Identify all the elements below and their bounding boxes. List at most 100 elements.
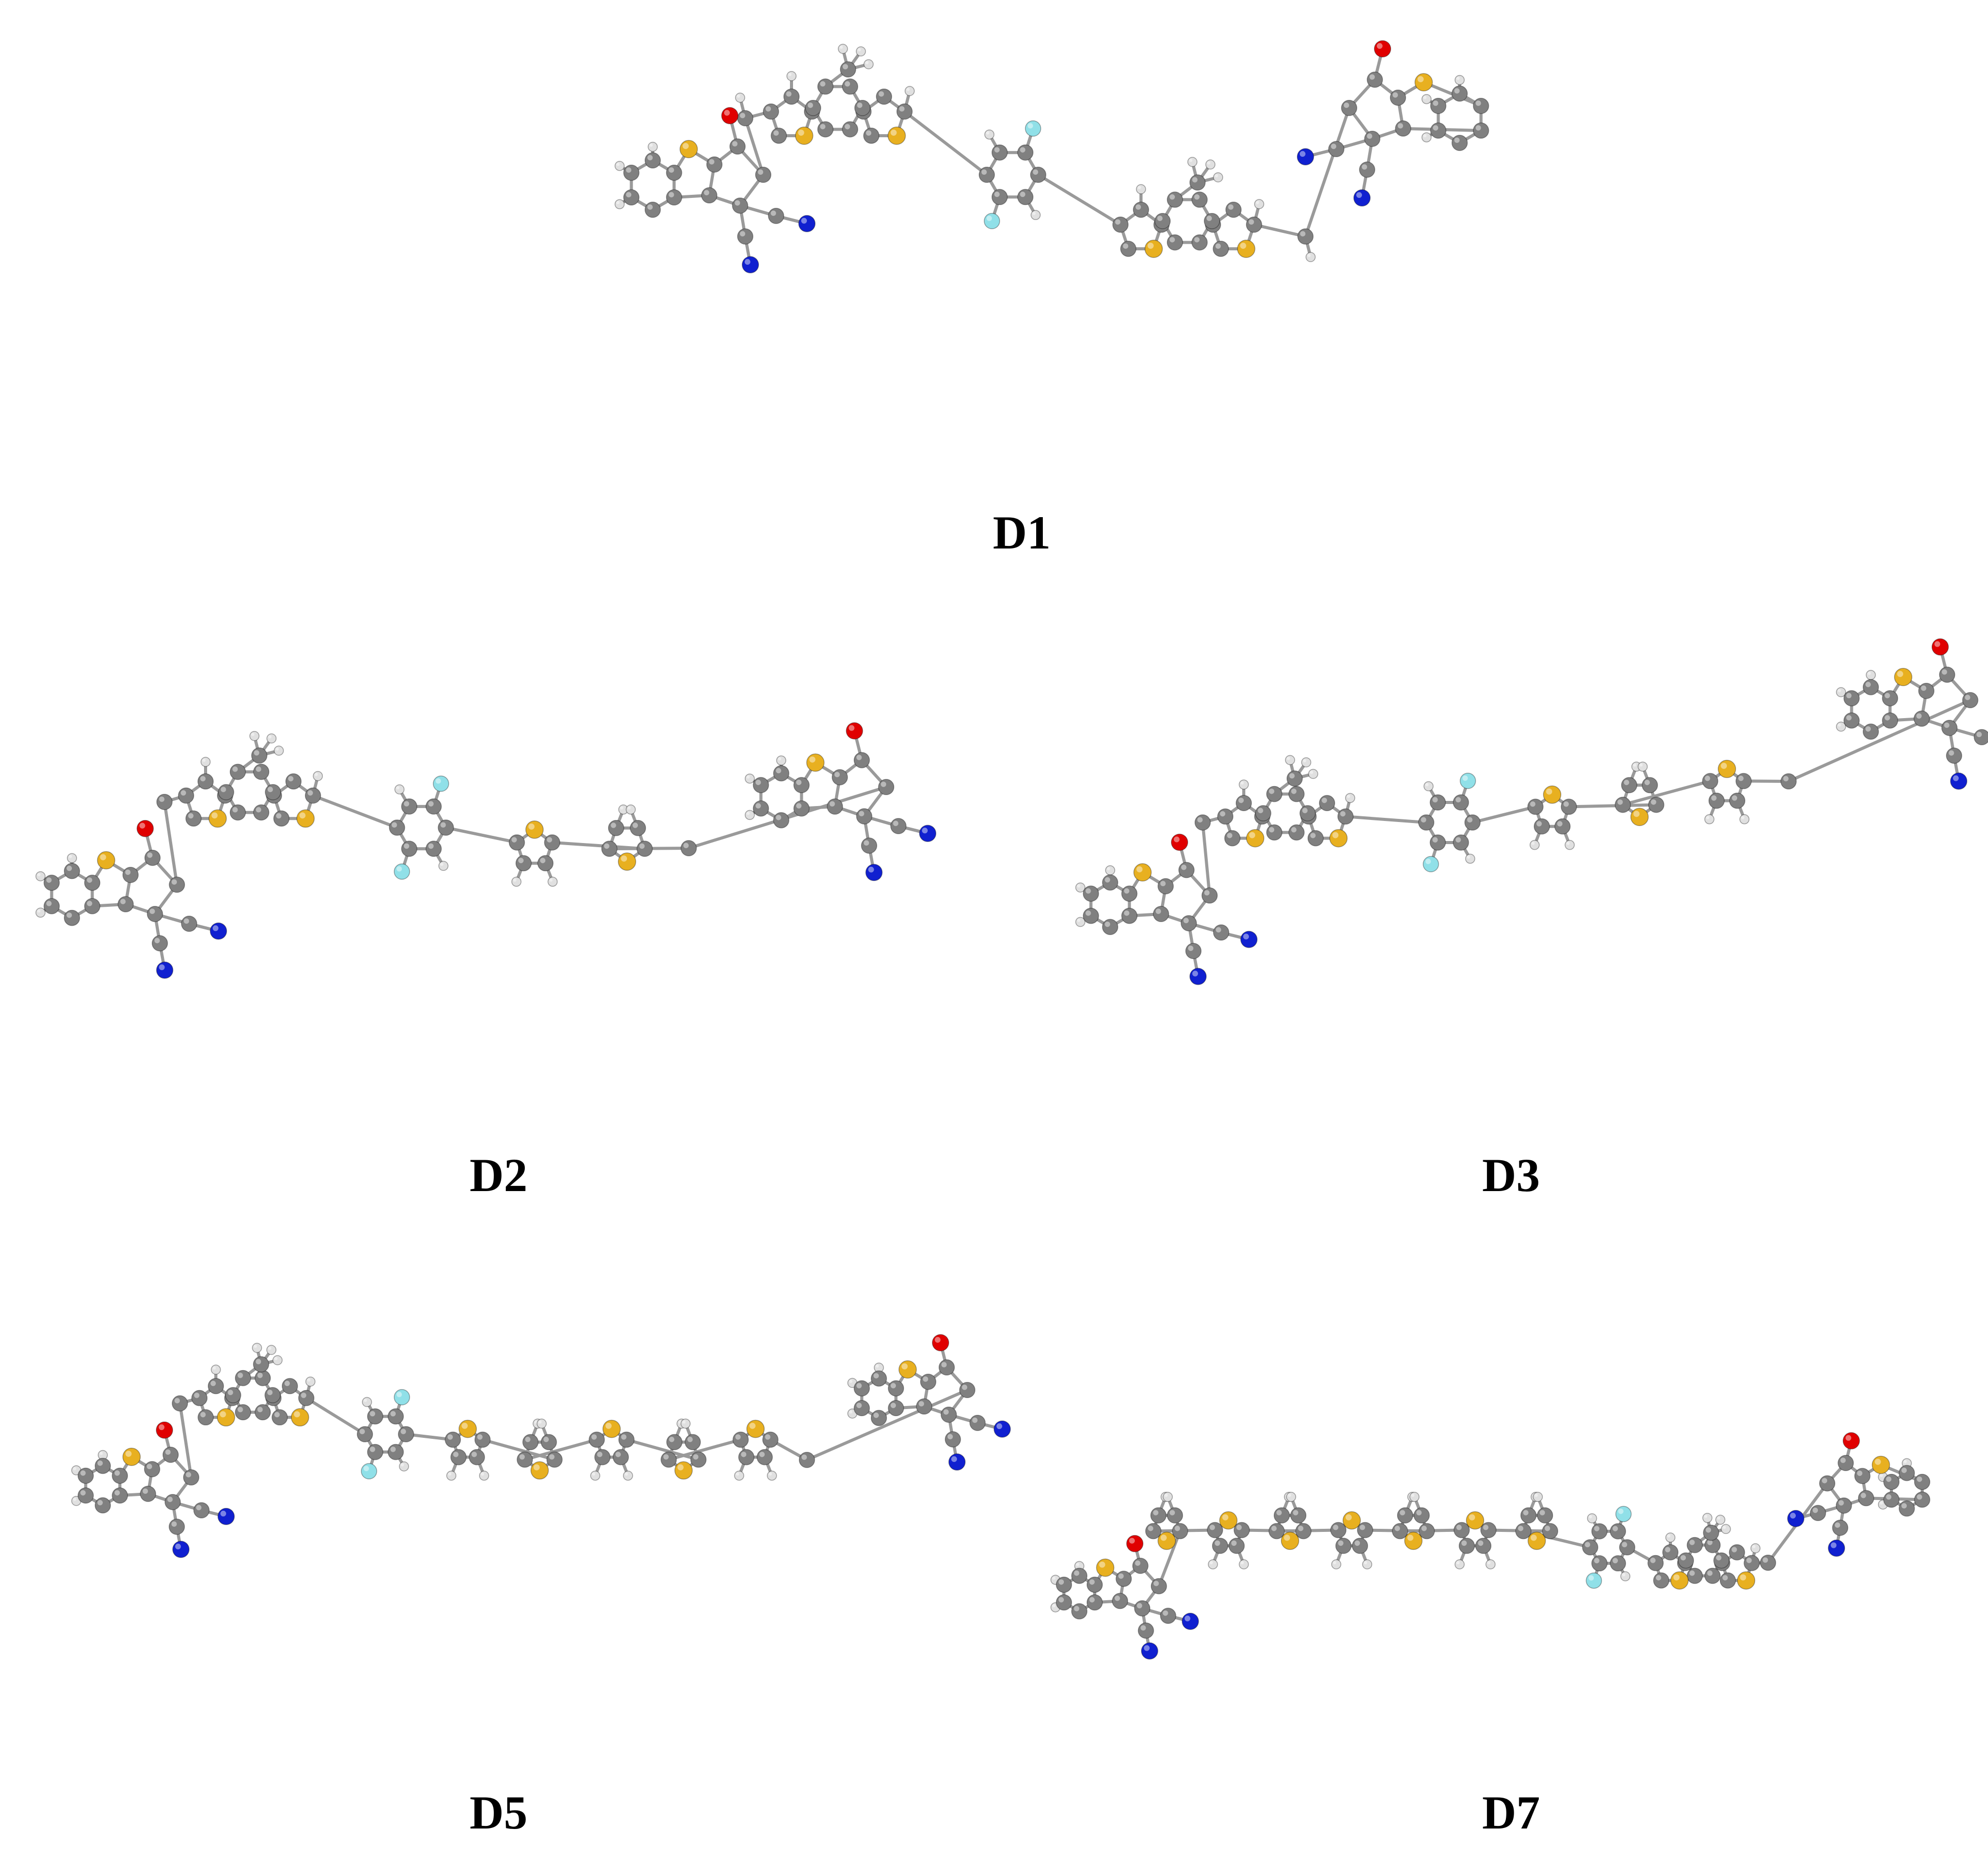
atom-highlight xyxy=(1478,1540,1484,1546)
atom-n xyxy=(1141,1642,1158,1660)
atom-n xyxy=(798,215,816,232)
atom-highlight xyxy=(400,1429,406,1434)
atom-highlight xyxy=(1746,1558,1752,1563)
atom-highlight xyxy=(228,1389,233,1395)
atom-c xyxy=(1475,1538,1492,1554)
atom-highlight xyxy=(1369,74,1375,80)
atom-highlight xyxy=(1074,1606,1079,1612)
atom-highlight xyxy=(1153,1581,1159,1586)
atom-highlight xyxy=(1256,200,1259,205)
atom-highlight xyxy=(1163,1610,1168,1616)
atom-c xyxy=(737,228,753,245)
atom-c xyxy=(367,1408,383,1425)
atom-n xyxy=(742,256,759,273)
atom-c xyxy=(1153,906,1169,922)
atom-c xyxy=(1621,777,1637,794)
atom-s xyxy=(1404,1531,1423,1550)
atom-highlight xyxy=(1137,186,1141,189)
atom-highlight xyxy=(1544,1525,1551,1531)
atom-highlight xyxy=(1689,1540,1695,1545)
atom-highlight xyxy=(1456,77,1460,80)
atom-c xyxy=(1882,712,1899,729)
atom-c xyxy=(235,1404,251,1421)
atom-highlight xyxy=(363,1399,367,1402)
atom-highlight xyxy=(1738,775,1744,781)
atom-c xyxy=(1653,1572,1669,1589)
atom-c xyxy=(1191,234,1208,251)
atom-h xyxy=(1254,199,1264,209)
atom-highlight xyxy=(403,801,410,807)
atom-c xyxy=(1883,1491,1900,1508)
atom-highlight xyxy=(513,878,517,882)
atom-c xyxy=(1133,202,1149,218)
atom-c xyxy=(1614,796,1631,813)
atom-highlight xyxy=(1183,918,1189,923)
atom-highlight xyxy=(625,192,632,197)
atom-c xyxy=(1167,1507,1183,1524)
atom-c xyxy=(537,855,554,871)
atom-highlight xyxy=(776,815,781,820)
atom-c xyxy=(1071,1567,1088,1584)
atom-c xyxy=(660,1451,677,1468)
atom-c xyxy=(181,916,197,932)
atom-n xyxy=(156,961,174,979)
atom-h xyxy=(614,199,625,209)
atom-c xyxy=(1472,122,1489,139)
atom-highlight xyxy=(1536,821,1542,827)
atom-c xyxy=(169,876,185,893)
atom-h xyxy=(67,853,77,864)
atom-c xyxy=(183,1469,199,1486)
atom-highlight xyxy=(1085,910,1091,916)
atom-c xyxy=(666,164,683,181)
atom-s xyxy=(746,1419,765,1438)
atom-h xyxy=(1105,865,1115,875)
atom-highlight xyxy=(477,1434,483,1440)
atom-highlight xyxy=(1680,1555,1686,1561)
atom-highlight xyxy=(1192,177,1198,182)
atom-c xyxy=(1364,131,1380,147)
atom-highlight xyxy=(844,124,850,130)
atom-highlight xyxy=(1194,194,1200,200)
atom-s xyxy=(1670,1571,1689,1590)
atom-highlight xyxy=(534,1420,538,1424)
atom-highlight xyxy=(1762,1557,1768,1563)
atom-highlight xyxy=(1840,1457,1846,1463)
atom-o xyxy=(1931,638,1949,656)
atom-c xyxy=(112,1487,128,1504)
atom-f xyxy=(433,775,449,792)
atom-highlight xyxy=(934,1337,941,1343)
atom-c xyxy=(546,1451,563,1468)
atom-highlight xyxy=(1622,1573,1626,1577)
atom-highlight xyxy=(1921,685,1926,691)
atom-c xyxy=(1713,1552,1730,1569)
atom-c xyxy=(832,769,848,785)
atom-c xyxy=(1520,1507,1537,1524)
atom-s xyxy=(458,1419,477,1438)
atom-c xyxy=(1266,785,1283,802)
atom-highlight xyxy=(830,801,835,807)
atom-c xyxy=(853,1400,870,1416)
atom-c xyxy=(1858,1490,1874,1507)
atom-highlight xyxy=(186,1472,191,1477)
atom-c xyxy=(1648,796,1665,813)
atom-highlight xyxy=(1333,1525,1338,1530)
bond xyxy=(178,1402,193,1479)
atom-highlight xyxy=(1173,836,1180,843)
atom-c xyxy=(1137,1622,1154,1639)
atom-c xyxy=(265,784,281,800)
atom-highlight xyxy=(212,925,218,931)
atom-highlight xyxy=(857,102,862,108)
atom-highlight xyxy=(392,822,397,828)
atom-highlight xyxy=(856,1383,862,1388)
atom-c xyxy=(608,820,624,836)
atom-highlight xyxy=(734,200,740,206)
atom-c xyxy=(271,1409,288,1425)
atom-highlight xyxy=(1461,1540,1467,1546)
atom-highlight xyxy=(776,767,781,774)
atom-highlight xyxy=(1114,1595,1120,1601)
atom-highlight xyxy=(1884,715,1890,721)
atom-highlight xyxy=(923,1376,928,1382)
atom-highlight xyxy=(97,1500,103,1506)
atom-c xyxy=(225,1387,242,1403)
atom-highlight xyxy=(1236,1525,1242,1530)
